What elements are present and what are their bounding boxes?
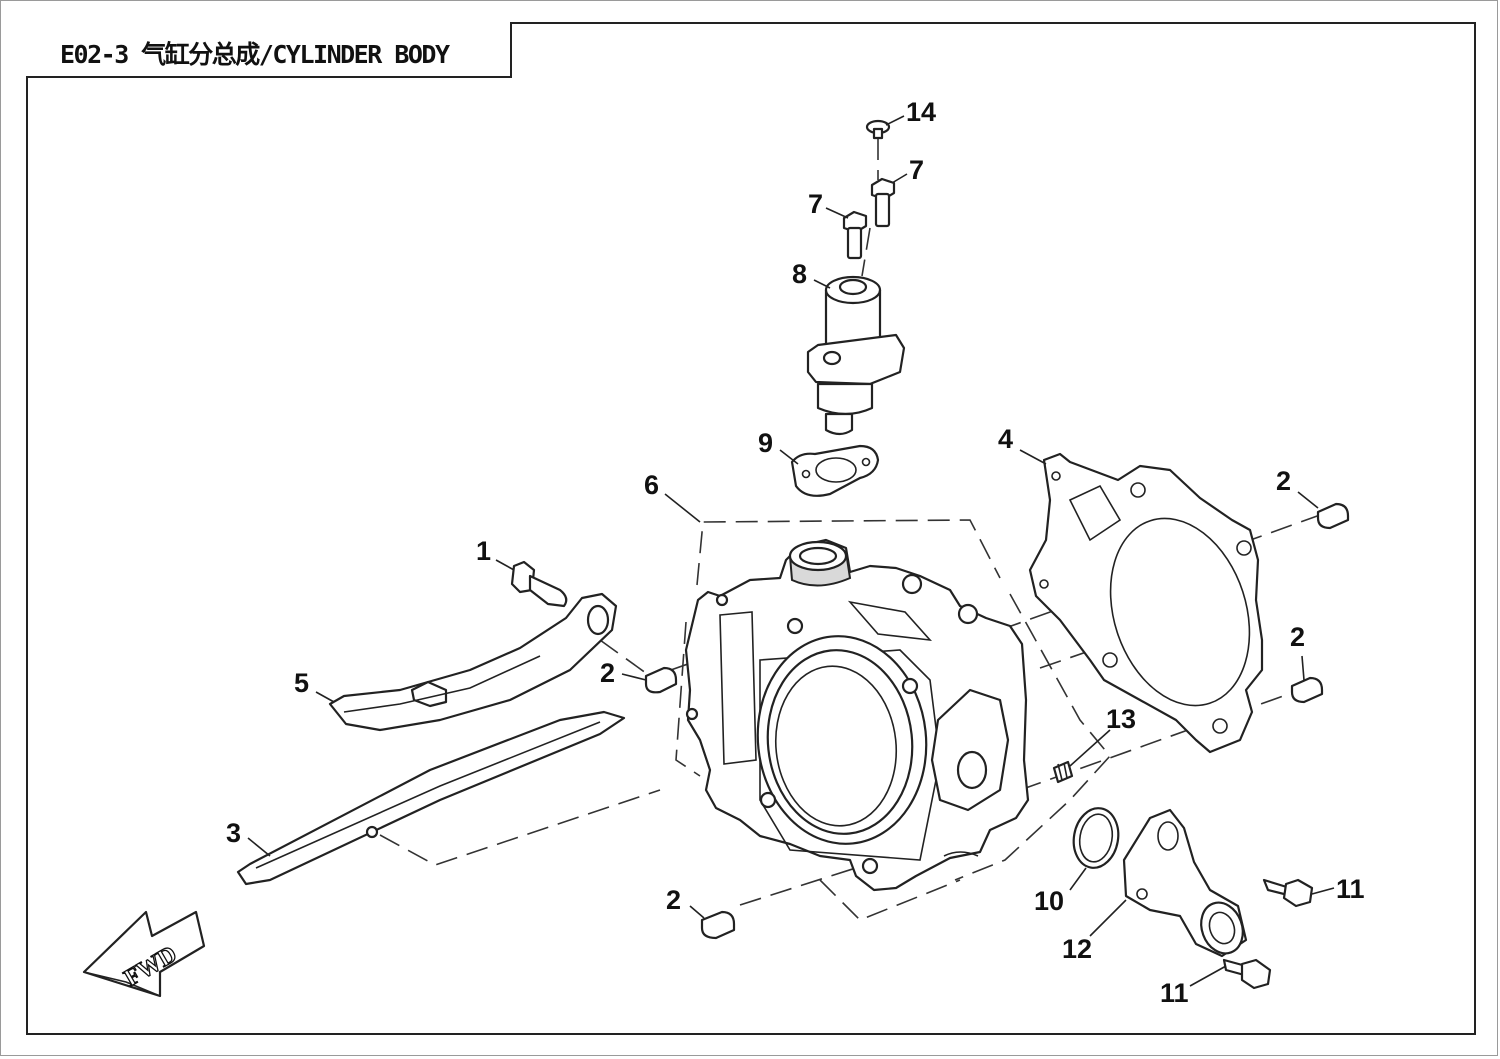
callout-7-lower: 7 — [808, 189, 823, 219]
callout-2-left: 2 — [600, 658, 615, 688]
callout-2-upper-right: 2 — [1276, 466, 1291, 496]
callout-2-bottom: 2 — [666, 885, 681, 915]
callout-8: 8 — [792, 259, 807, 289]
callout-12: 12 — [1062, 934, 1092, 964]
callout-9: 9 — [758, 428, 773, 458]
part-8-chain-tensioner — [806, 275, 906, 436]
part-6-cylinder-body — [684, 538, 1030, 892]
part-4-cylinder-gasket — [1028, 452, 1264, 754]
callout-2-lower-right: 2 — [1290, 622, 1305, 652]
part-11-bolt-lower — [1222, 958, 1272, 990]
part-12-water-pipe — [1122, 808, 1248, 958]
part-7-bolt-lower — [842, 210, 868, 260]
part-9-tensioner-gasket — [790, 444, 880, 497]
part-3-chain-guide — [236, 710, 626, 886]
part-2-dowel-pin-bottom — [700, 910, 736, 940]
title-box: E02-3 气缸分总成/CYLINDER BODY — [26, 22, 512, 78]
part-2-dowel-pin-left — [644, 666, 678, 694]
part-11-bolt-upper — [1262, 878, 1314, 908]
callout-leaders — [247, 115, 1335, 987]
callout-6: 6 — [644, 470, 659, 500]
page-title: E02-3 气缸分总成/CYLINDER BODY — [60, 40, 450, 69]
callout-5: 5 — [294, 668, 309, 698]
part-1-pivot-bolt — [510, 560, 568, 608]
part-13-plug — [1052, 760, 1074, 784]
callout-14: 14 — [906, 97, 936, 127]
callout-4: 4 — [998, 424, 1013, 454]
callout-13: 13 — [1106, 704, 1136, 734]
callout-1: 1 — [476, 536, 491, 566]
forward-direction-arrow: FWD — [82, 910, 206, 998]
part-14-screw — [865, 119, 891, 140]
part-5-tensioner-arm — [328, 592, 618, 732]
part-7-bolt-upper — [870, 177, 896, 228]
part-2-dowel-pin-lower-right — [1290, 676, 1324, 704]
part-2-dowel-pin-upper-right — [1316, 502, 1350, 530]
diagram-frame — [26, 22, 1476, 1035]
callout-labels: 14 7 7 8 9 4 6 1 2 2 2 2 5 13 3 10 12 11… — [226, 97, 1365, 1008]
part-10-o-ring — [1072, 807, 1120, 869]
callout-11-upper: 11 — [1336, 874, 1365, 904]
callout-11-lower: 11 — [1160, 978, 1189, 1008]
callout-10: 10 — [1034, 886, 1064, 916]
callout-7-upper: 7 — [909, 155, 924, 185]
callout-3: 3 — [226, 818, 241, 848]
